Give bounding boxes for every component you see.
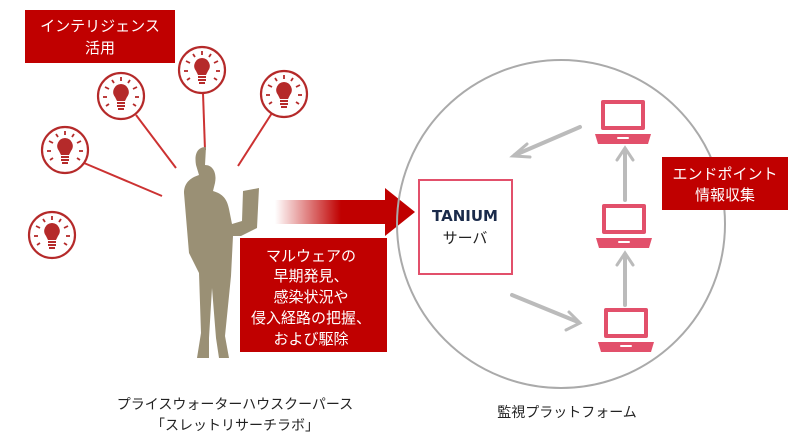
- intelligence-label-line: インテリジェンス: [40, 17, 160, 35]
- server-label: サーバ: [443, 229, 488, 247]
- left-caption-line: プライスウォーターハウスクーパース: [117, 397, 353, 413]
- intelligence-label: インテリジェンス 活用: [25, 10, 175, 63]
- connector-line: [83, 162, 163, 197]
- laptop-icon: [598, 308, 654, 352]
- connector-line: [135, 114, 177, 169]
- tanium-server-box: TANIUM サーバ: [418, 179, 513, 275]
- flow-arrow: [275, 188, 415, 236]
- right-caption: 監視プラットフォーム: [497, 404, 637, 421]
- malware-label-line: マルウェアの: [266, 247, 356, 265]
- left-caption-line: 「スレットリサーチラボ」: [151, 418, 319, 434]
- lightbulb-icon: [259, 69, 309, 119]
- data-flow-arrows: [509, 125, 635, 332]
- lightbulb-icon: [96, 71, 146, 121]
- lightbulb-icon: [177, 45, 227, 95]
- connector-line: [237, 112, 273, 167]
- person-silhouette-icon: [184, 147, 259, 358]
- endpoint-label-line: 情報収集: [695, 186, 755, 204]
- lightbulb-icon: [40, 125, 90, 175]
- server-name: TANIUM: [432, 207, 498, 225]
- malware-label: マルウェアの 早期発見、 感染状況や 侵入経路の把握、 および駆除: [240, 238, 387, 352]
- malware-label-line: 感染状況や: [273, 288, 348, 306]
- malware-label-line: および駆除: [273, 330, 348, 348]
- laptop-icon: [595, 100, 651, 144]
- lightbulb-icon: [27, 210, 77, 260]
- endpoint-label-line: エンドポイント: [672, 165, 777, 183]
- connector-line: [202, 92, 206, 151]
- intelligence-label-line: 活用: [85, 39, 115, 57]
- malware-label-line: 早期発見、: [273, 267, 348, 285]
- endpoint-label: エンドポイント 情報収集: [662, 157, 788, 210]
- monitoring-platform-circle: [396, 59, 726, 389]
- intelligence-bulbs: [27, 45, 309, 260]
- laptop-icon: [596, 204, 652, 248]
- malware-label-line: 侵入経路の把握、: [251, 309, 371, 327]
